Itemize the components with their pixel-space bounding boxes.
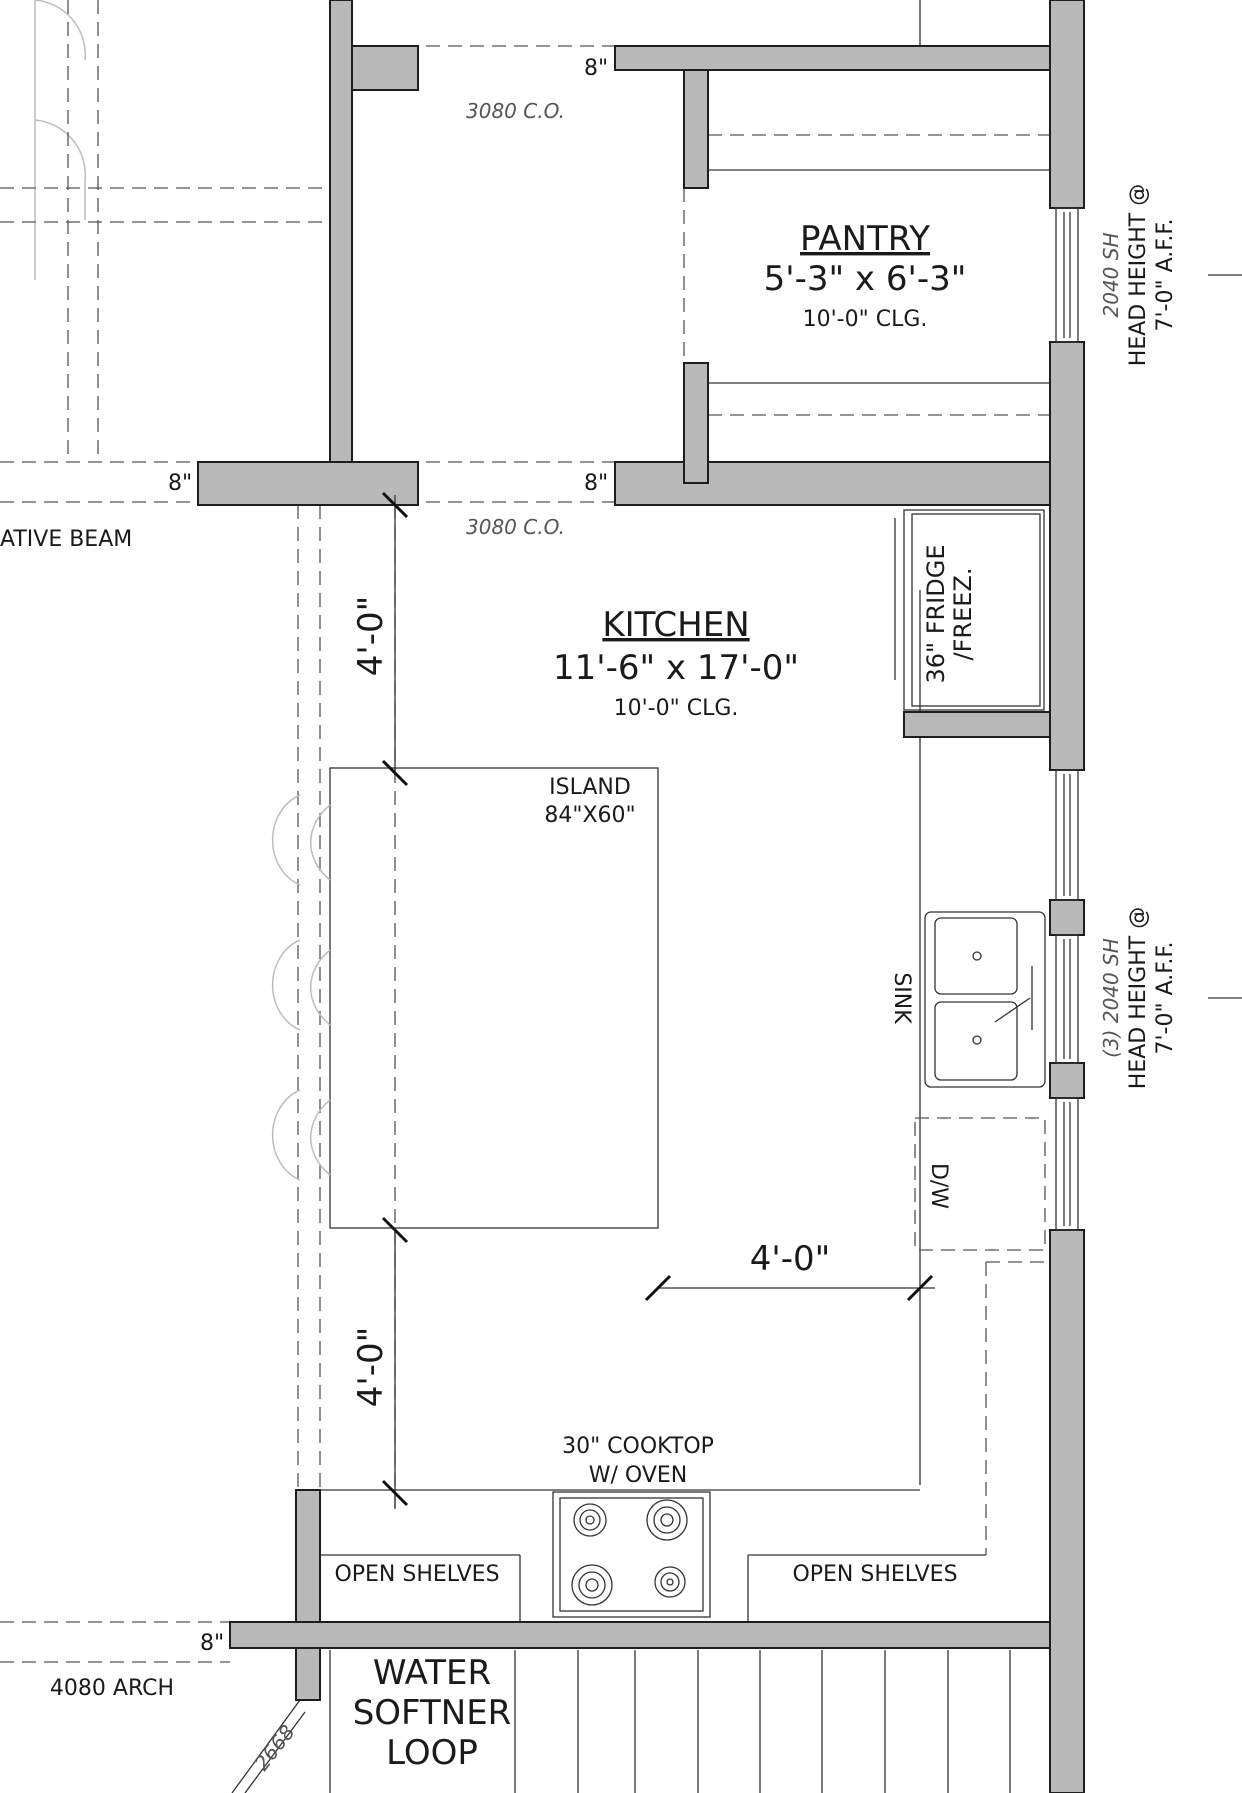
- kitchen-ceiling: 10'-0" CLG.: [614, 696, 739, 721]
- water-softener-line1: WATER: [373, 1653, 491, 1693]
- opening-arch: 4080 ARCH: [50, 1676, 174, 1701]
- ghost-chairs-left: [34, 0, 86, 280]
- cooktop-label-line2: W/ OVEN: [589, 1463, 688, 1488]
- bar-stools: [271, 794, 331, 1181]
- svg-text:7'-0" A.F.F.: 7'-0" A.F.F.: [1153, 219, 1178, 332]
- fridge: [894, 509, 1045, 711]
- svg-text:7'-0" A.F.F.: 7'-0" A.F.F.: [1153, 942, 1178, 1055]
- svg-text:(3) 2040 SH: (3) 2040 SH: [1099, 938, 1123, 1058]
- kitchen-name: KITCHEN: [602, 605, 749, 645]
- wall-tag-mid-left: 8": [168, 471, 192, 496]
- svg-text:HEAD HEIGHT @: HEAD HEIGHT @: [1126, 184, 1151, 366]
- window-note-lower: (3) 2040 SH HEAD HEIGHT @ 7'-0" A.F.F.: [1099, 907, 1178, 1089]
- svg-text:HEAD HEIGHT @: HEAD HEIGHT @: [1126, 907, 1151, 1089]
- opening-top-co: 3080 C.O.: [466, 99, 565, 123]
- sink: [924, 911, 1046, 1088]
- svg-text:2040 SH: 2040 SH: [1099, 233, 1123, 318]
- fridge-label-line1: 36" FRIDGE: [922, 544, 950, 683]
- fridge-label-line2: /FREEZ.: [949, 568, 977, 661]
- water-softener-line3: LOOP: [386, 1733, 478, 1773]
- pantry-ceiling: 10'-0" CLG.: [803, 307, 928, 332]
- window-note-upper: 2040 SH HEAD HEIGHT @ 7'-0" A.F.F.: [1099, 184, 1178, 366]
- pantry-size: 5'-3" x 6'-3": [764, 259, 967, 299]
- dishwasher-label: D/W: [926, 1163, 951, 1209]
- island: [329, 767, 659, 1229]
- sink-label: SINK: [889, 972, 914, 1024]
- dimension-lines: [381, 491, 935, 1508]
- dimension-lower-left: 4'-0": [351, 1327, 391, 1408]
- cooktop-label-line1: 30" COOKTOP: [562, 1434, 714, 1459]
- island-name: ISLAND: [549, 775, 631, 800]
- wall-tag-bottom-left: 8": [200, 1631, 224, 1656]
- wall-tag-top-right: 8": [584, 56, 608, 81]
- dimension-island-to-counter: 4'-0": [750, 1239, 831, 1279]
- beam-label: ATIVE BEAM: [0, 527, 132, 552]
- open-shelves-right: OPEN SHELVES: [792, 1562, 957, 1587]
- pantry-name: PANTRY: [800, 219, 930, 259]
- island-size: 84"X60": [544, 803, 635, 828]
- windows-right: [1055, 207, 1242, 1231]
- open-shelves-left: OPEN SHELVES: [334, 1562, 499, 1587]
- wall-tag-mid-right: 8": [584, 471, 608, 496]
- walls: [197, 0, 1085, 1793]
- opening-mid-co: 3080 C.O.: [466, 515, 565, 539]
- water-softener-line2: SOFTNER: [353, 1693, 512, 1733]
- cooktop: [552, 1491, 711, 1618]
- kitchen-size: 11'-6" x 17'-0": [553, 648, 799, 688]
- dimension-upper-left: 4'-0": [351, 596, 391, 677]
